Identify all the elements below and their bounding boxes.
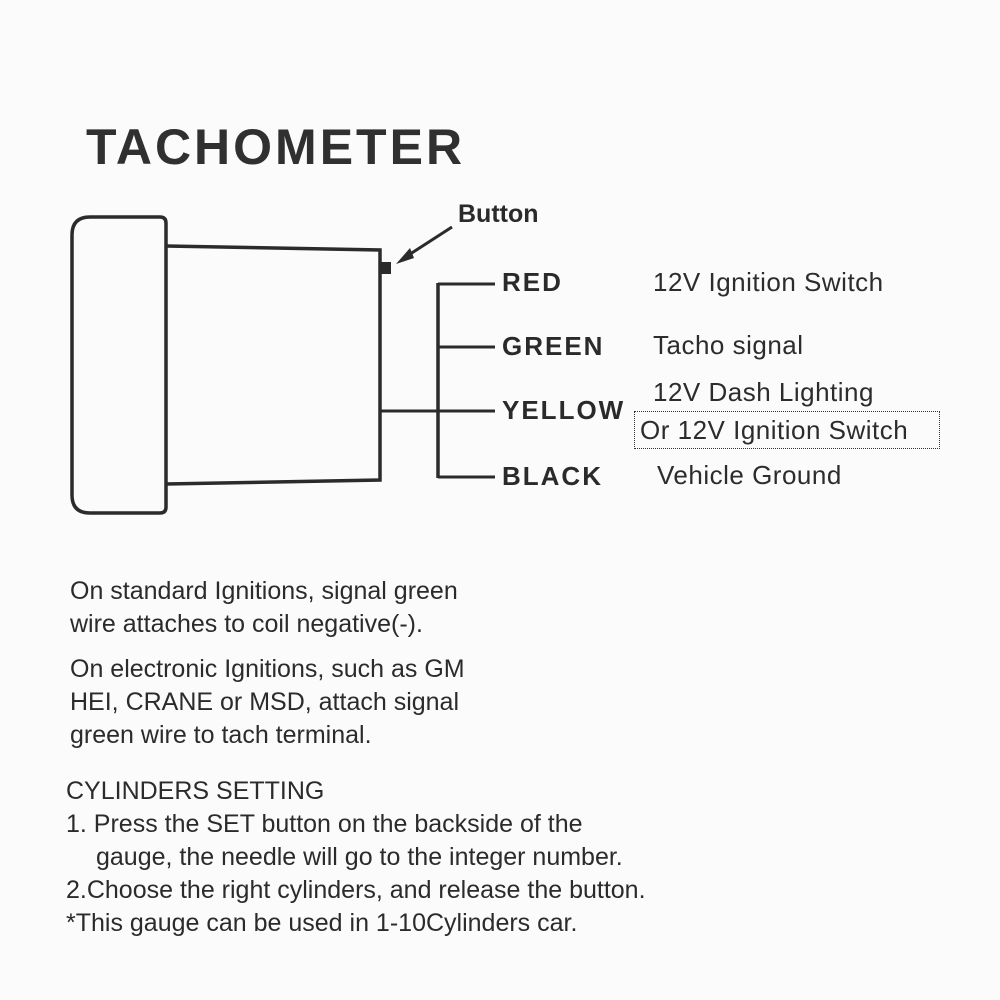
gauge-bezel <box>70 215 168 515</box>
wiring-diagram <box>70 215 495 515</box>
button-arrow-head <box>396 248 414 264</box>
wire-desc-black: Vehicle Ground <box>657 460 842 490</box>
wire-desc-green: Tacho signal <box>653 330 804 360</box>
page-title: TACHOMETER <box>86 119 466 175</box>
gauge-body <box>165 244 382 486</box>
cylinders-setting-section: CYLINDERS SETTING 1. Press the SET butto… <box>66 775 646 940</box>
wire-label-green: GREEN <box>502 331 605 361</box>
note-line: green wire to tach terminal. <box>70 721 372 749</box>
wire-label-black: BLACK <box>502 461 603 491</box>
note-line: On electronic Ignitions, such as GM <box>70 655 465 683</box>
note-line: On standard Ignitions, signal green <box>70 577 458 605</box>
button-arrow-line <box>403 225 453 260</box>
step-1-line-1: 1. Press the SET button on the backside … <box>66 810 583 838</box>
cylinders-setting-heading: CYLINDERS SETTING <box>66 777 325 805</box>
note-line: HEI, CRANE or MSD, attach signal <box>70 688 460 716</box>
wire-label-red: RED <box>502 267 563 297</box>
step-1-line-2: gauge, the needle will go to the integer… <box>96 843 623 871</box>
cylinders-note: *This gauge can be used in 1-10Cylinders… <box>66 909 578 937</box>
gauge-button <box>381 262 391 274</box>
note-electronic-ignitions: On electronic Ignitions, such as GM HEI,… <box>70 653 465 752</box>
note-standard-ignitions: On standard Ignitions, signal green wire… <box>70 575 458 641</box>
alt-description-box <box>634 411 940 449</box>
note-line: wire attaches to coil negative(-). <box>70 610 423 638</box>
wire-desc-yellow-alt: Or 12V Ignition Switch <box>640 415 909 445</box>
wire-desc-yellow: 12V Dash Lighting <box>653 377 874 407</box>
wire-label-yellow: YELLOW <box>502 395 626 425</box>
wire-desc-red: 12V Ignition Switch <box>653 267 884 297</box>
button-label: Button <box>458 200 539 228</box>
step-2: 2.Choose the right cylinders, and releas… <box>66 876 646 904</box>
